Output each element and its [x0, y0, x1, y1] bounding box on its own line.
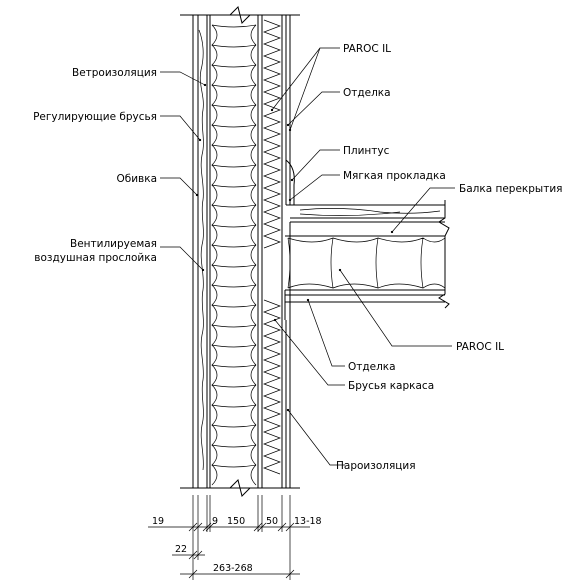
plinth-shape [285, 159, 295, 206]
dim-22: 22 [175, 544, 187, 555]
label-floor-beam: Балка перекрытия [459, 183, 562, 195]
label-finish-bottom: Отделка [348, 361, 396, 373]
leader-lines [160, 47, 455, 466]
adjusting-bars-zone [198, 15, 208, 488]
floor-break-symbol [438, 200, 450, 309]
wall-section [180, 6, 300, 497]
label-adjusting-bars: Регулирующие брусья [33, 111, 157, 123]
label-vapor-barrier: Пароизоляция [336, 460, 416, 472]
label-soft-gasket: Мягкая прокладка [343, 170, 446, 182]
label-plinth: Плинтус [343, 145, 390, 157]
label-ventilated-gap-line2: воздушная прослойка [34, 252, 157, 264]
label-finish-top: Отделка [343, 87, 391, 99]
dimension-lines [148, 495, 310, 580]
label-paroc-top: PAROC IL [343, 43, 391, 55]
main-insulation-150 [211, 24, 257, 486]
label-paroc-bottom: PAROC IL [456, 341, 504, 353]
floor-insulation [287, 237, 446, 289]
label-ventilated-gap-line1: Вентилируемая [70, 238, 157, 250]
dim-19: 19 [152, 516, 164, 527]
dim-total: 263-268 [213, 563, 253, 574]
dim-50: 50 [266, 516, 278, 527]
label-frame-bars: Брусья каркаса [348, 380, 434, 392]
dim-13-18: 13-18 [294, 516, 322, 527]
label-cladding: Обивка [116, 173, 157, 185]
label-wind-barrier: Ветроизоляция [72, 67, 157, 79]
dim-150: 150 [227, 516, 245, 527]
dim-9: 9 [212, 516, 218, 527]
floor-structure [284, 159, 450, 320]
inner-insulation-50 [263, 19, 281, 475]
